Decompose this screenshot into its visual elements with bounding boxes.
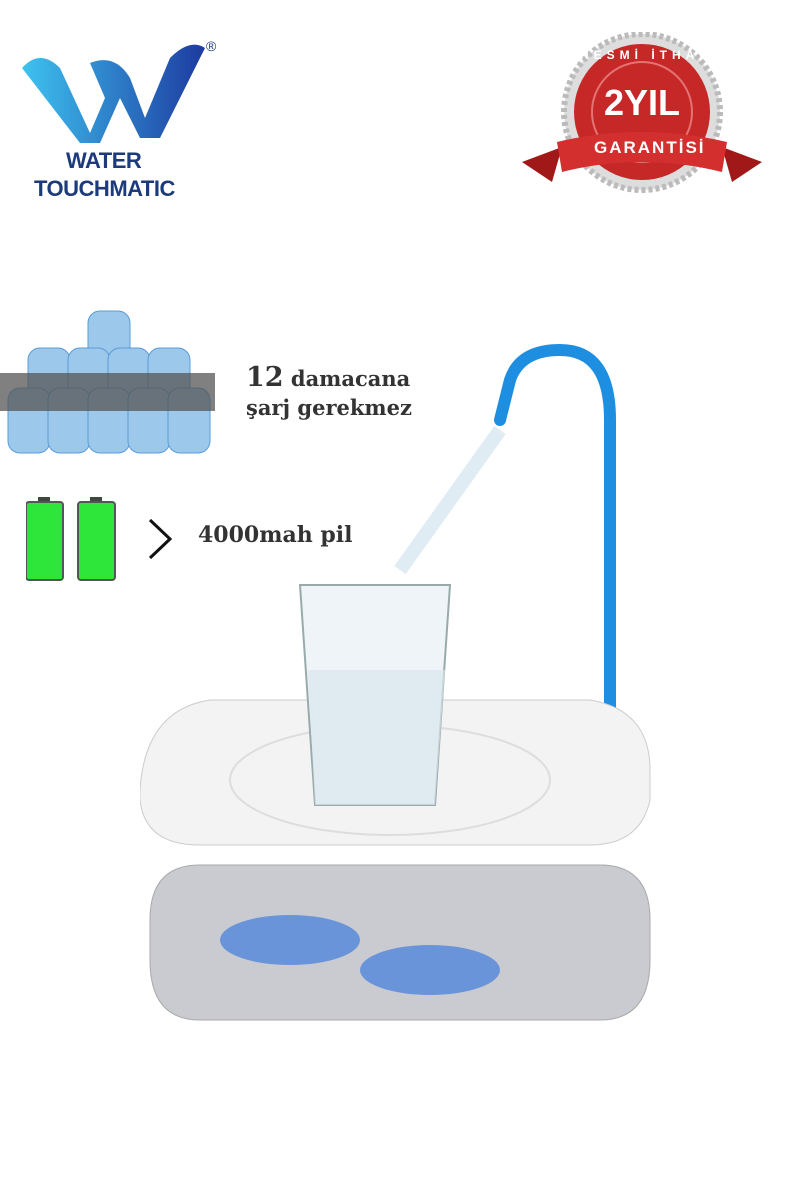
feature-bottles-line2: şarj gerekmez bbox=[246, 395, 412, 420]
battery-icon bbox=[25, 497, 121, 582]
water-dispenser-product-image bbox=[139, 340, 660, 1040]
water-bottles-icon bbox=[0, 293, 222, 458]
brand-line2: TOUCHMATIC bbox=[34, 176, 175, 201]
feature-bottles-line1: 12 damacana bbox=[246, 362, 410, 393]
bottle-count: 12 bbox=[246, 362, 284, 393]
brand-logo: ® WATER TOUCHMATIC bbox=[20, 38, 230, 208]
warranty-badge: RESMİ İTHALATÇI 2YIL GARANTİSİ bbox=[522, 31, 762, 207]
brand-line1: WATER bbox=[66, 148, 142, 173]
seal-icon bbox=[522, 31, 762, 193]
chevron-right-icon bbox=[148, 518, 173, 560]
bottle-label: damacana bbox=[290, 366, 411, 391]
badge-years: 2YIL bbox=[604, 82, 681, 123]
feature-battery: 4000mah pil bbox=[198, 522, 353, 548]
badge-arc-text: RESMİ İTHALATÇI bbox=[580, 48, 759, 62]
registered-mark: ® bbox=[206, 38, 217, 54]
badge-ribbon-text: GARANTİSİ bbox=[594, 138, 706, 157]
logo-w-icon bbox=[22, 44, 205, 143]
